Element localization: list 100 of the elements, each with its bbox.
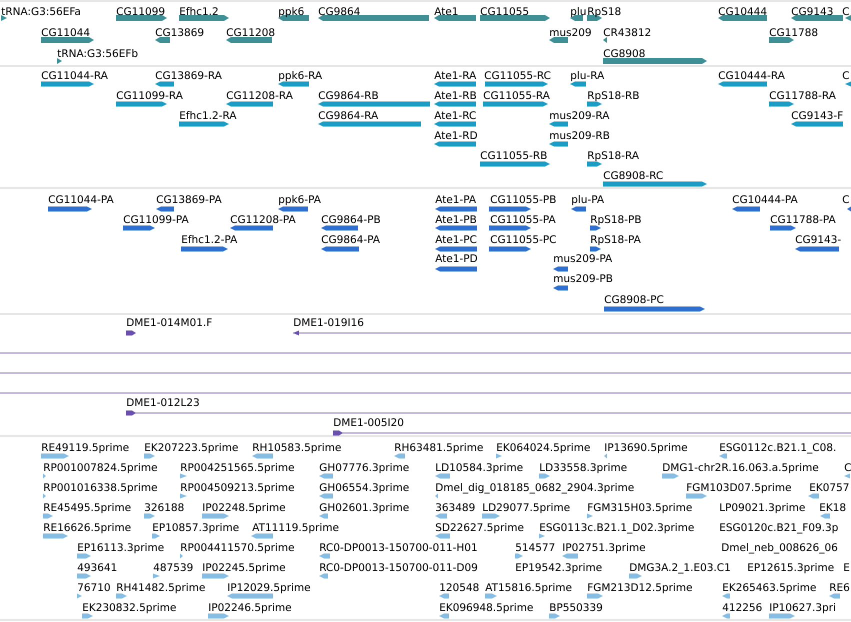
feature-label: mus209-RA xyxy=(550,111,610,120)
feature-label: CG11208-RA xyxy=(226,91,293,100)
feature-label: AT11119.5prime xyxy=(252,523,338,534)
feature-label: CG8908-PC xyxy=(604,295,664,304)
feature-label: E xyxy=(844,563,850,571)
feature-label: Efhc1.2-RA xyxy=(180,111,236,120)
feature-label: RpS18-RB xyxy=(588,91,639,102)
feature-label: CG9143-F xyxy=(792,111,843,120)
feature-label: mus209 xyxy=(550,28,591,36)
feature-label: Ate1-RA xyxy=(434,71,476,80)
feature-label: DME1-014M01.F xyxy=(127,318,212,326)
feature-label: 120548 xyxy=(440,583,479,592)
feature-label: DME1-005I20 xyxy=(334,418,404,426)
feature-label: IP12029.5prime xyxy=(228,583,310,594)
feature-label: CG11099-PA xyxy=(124,215,189,224)
feature-label: SD22627.5prime xyxy=(436,523,524,534)
feature-label: EP16113.3prime xyxy=(78,543,164,554)
feature-label: plu-RA xyxy=(571,71,604,82)
feature-label: plu-PA xyxy=(572,195,604,206)
feature-label: CG11099 xyxy=(116,7,164,16)
feature-label: RpS18-PA xyxy=(591,235,641,246)
feature-label: RpS18-PB xyxy=(591,215,641,226)
feature-label: CG13869 xyxy=(156,28,204,36)
feature-label: RpS18 xyxy=(588,7,620,18)
feature-label: CG11788 xyxy=(770,28,818,36)
feature-label: CG11208-PA xyxy=(230,215,296,224)
feature-label: BP550339 xyxy=(550,603,602,612)
feature-label: CG13869-RA xyxy=(156,71,222,80)
feature-label: Ate1-RB xyxy=(434,91,476,100)
feature-label: 76710 xyxy=(78,583,110,592)
feature-label: Ate1-RC xyxy=(434,111,476,120)
feature-label: EP19542.3prime xyxy=(516,563,602,574)
feature-label: CG11044-PA xyxy=(48,195,114,204)
feature-label: GH02601.3prime xyxy=(320,503,409,514)
feature-label: 487539 xyxy=(154,563,193,572)
feature-label: CG11788-PA xyxy=(770,215,836,224)
feature-label: CG10444-RA xyxy=(718,71,785,80)
feature-label: Ate1-RD xyxy=(434,131,478,140)
feature-label: RE45495.5prime xyxy=(44,503,131,514)
feature-label: EP10857.3prime xyxy=(153,523,239,534)
feature-label: FGM315H03.5prime xyxy=(588,503,692,514)
feature-label: CG10444-PA xyxy=(732,195,798,204)
feature-label: IP02248.5prime xyxy=(203,503,286,514)
feature-label: RP001016338.5prime xyxy=(44,483,157,494)
feature-label: RH41482.5prime xyxy=(117,583,205,594)
feature-label: 514577 xyxy=(516,543,554,552)
feature-label: CG11055-RB xyxy=(480,151,547,160)
feature-label: CG11208 xyxy=(226,28,274,36)
feature-label: CG9864-RA xyxy=(318,111,378,120)
feature-label: CG11055-PA xyxy=(490,215,556,224)
feature-label: DMG3A.2_1.E03.C1 xyxy=(630,563,730,574)
feature-label: EK064024.5prime xyxy=(497,443,590,454)
feature-label: CG8908 xyxy=(604,49,645,58)
feature-label: Ate1-PC xyxy=(435,235,476,244)
feature-label: ESG0120c.B21_F09.3p xyxy=(720,523,838,534)
feature-label: ESG0112c.B21.1_C08. xyxy=(720,443,836,454)
feature-label: CG11044 xyxy=(42,28,90,36)
feature-label: tRNA:G3:56EFb xyxy=(57,49,138,58)
feature-label: CG9864 xyxy=(318,7,360,16)
feature-label: mus209-PB xyxy=(554,274,612,282)
feature-label: RC0-DP0013-150700-011-H01 xyxy=(320,543,477,552)
feature-label: CG9864-PB xyxy=(322,215,380,224)
feature-label: Dmel_neb_008626_06 xyxy=(722,543,838,554)
feature-label: CG11044-RA xyxy=(42,71,108,80)
feature-label: C xyxy=(842,7,849,16)
feature-label: CG11055-RA xyxy=(484,91,550,100)
feature-label: LD29077.5prime xyxy=(483,503,570,514)
feature-label: EK230832.5prime xyxy=(83,603,176,614)
feature-label: DME1-019I16 xyxy=(294,318,364,326)
feature-label: ppk6-PA xyxy=(279,195,321,206)
feature-label: mus209-RB xyxy=(550,131,610,140)
feature-label: DMG1-chr2R.16.063.a.5prime xyxy=(663,463,818,474)
feature-label: EK0757 xyxy=(810,483,849,492)
feature-label: EK096948.5prime xyxy=(440,603,533,614)
feature-label: ESG0113c.B21.1_D02.3prime xyxy=(540,523,694,534)
feature-label: 412256 xyxy=(722,603,762,612)
feature-label: CG9864-PA xyxy=(322,235,380,244)
feature-label: IP10627.3pri xyxy=(770,603,835,614)
feature-label: ppk6-RA xyxy=(279,71,322,82)
feature-label: IP02246.5prime xyxy=(209,603,292,614)
feature-label: Efhc1.2 xyxy=(180,7,218,16)
feature-label: Ate1-PB xyxy=(435,215,476,224)
feature-label: ppk6 xyxy=(279,7,304,18)
feature-label: CG10444 xyxy=(718,7,766,16)
feature-label: Dmel_dig_018185_0682_2904.3prime xyxy=(436,483,634,494)
feature-label: RP004411570.5prime xyxy=(181,543,294,554)
feature-label: IP02751.3prime xyxy=(563,543,646,554)
feature-label: CG11055-PC xyxy=(490,235,556,244)
feature-label: EK265463.5prime xyxy=(723,583,816,594)
feature-label: LP09021.3prime xyxy=(720,503,805,514)
feature-label: CG11055-PB xyxy=(490,195,556,204)
feature-label: IP13690.5prime xyxy=(605,443,688,454)
feature-label: CG11788-RA xyxy=(770,91,836,100)
feature-label: RE6 xyxy=(830,583,850,592)
feature-label: RP004509213.5prime xyxy=(181,483,294,494)
feature-label: 326188 xyxy=(145,503,184,512)
feature-label: FGM213D12.5prime xyxy=(588,583,692,594)
feature-label: DME1-012L23 xyxy=(127,398,199,406)
feature-label: RP001007824.5prime xyxy=(44,463,157,474)
feature-label: RH63481.5prime xyxy=(395,443,483,454)
